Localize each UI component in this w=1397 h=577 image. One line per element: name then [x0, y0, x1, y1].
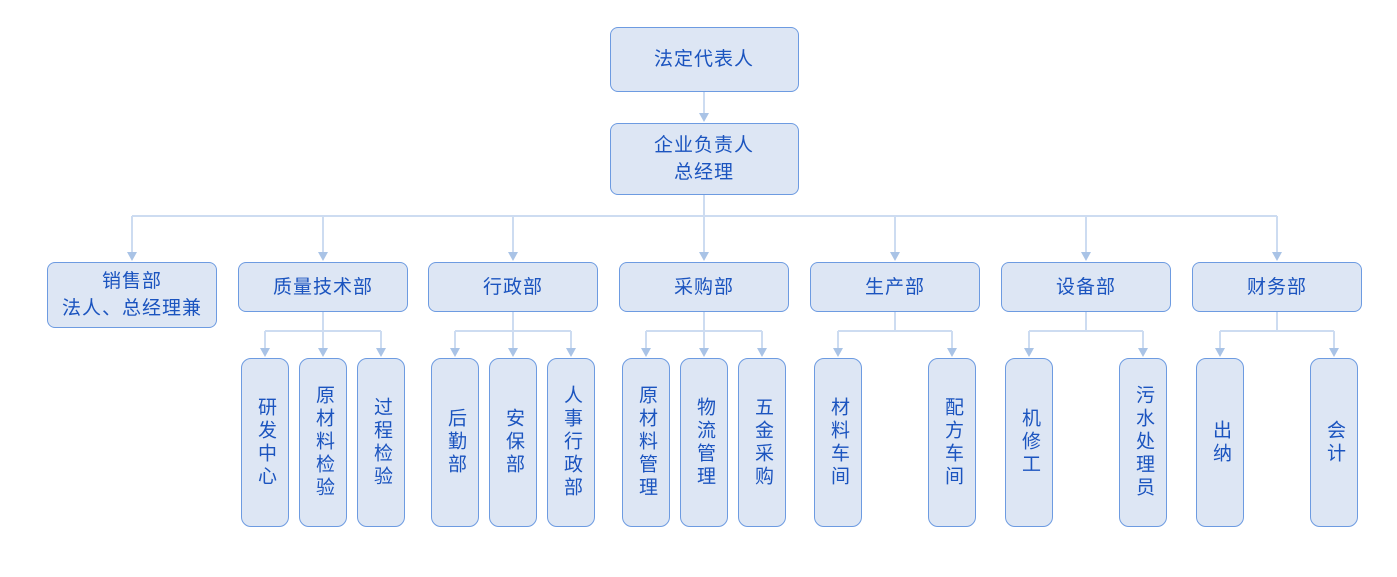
arrowhead-down-icon: [318, 348, 328, 357]
org-node-general-manager-label: 企业负责人: [653, 135, 754, 156]
org-node-sales-label: 销售部: [101, 271, 162, 292]
arrowhead-down-icon: [699, 113, 709, 122]
org-node-production-child1-label: 材料车间: [828, 396, 849, 489]
arrowhead-down-icon: [508, 252, 518, 261]
arrowhead-down-icon: [1138, 348, 1148, 357]
org-node-legal-representative[interactable]: 法定代表人: [609, 27, 799, 92]
org-node-production-child1[interactable]: 材料车间: [814, 358, 862, 527]
arrowhead-down-icon: [318, 252, 328, 261]
org-node-quality[interactable]: 质量技术部: [238, 262, 408, 312]
org-node-quality-child1[interactable]: 研发中心: [241, 358, 289, 527]
org-node-purchasing-child3[interactable]: 五金采购: [738, 358, 786, 527]
arrowhead-down-icon: [376, 348, 386, 357]
arrowhead-down-icon: [757, 348, 767, 357]
org-node-equipment-label: 设备部: [1055, 276, 1116, 298]
org-node-production[interactable]: 生产部: [810, 262, 980, 312]
arrowhead-down-icon: [947, 348, 957, 357]
org-node-purchasing[interactable]: 采购部: [619, 262, 789, 312]
org-node-quality-child2-label: 原材料检验: [313, 385, 334, 500]
org-node-purchasing-child3-label: 五金采购: [752, 396, 773, 489]
org-node-quality-child2[interactable]: 原材料检验: [299, 358, 347, 527]
org-node-finance-label: 财务部: [1246, 276, 1307, 298]
org-node-quality-child3[interactable]: 过程检验: [357, 358, 405, 527]
arrowhead-down-icon: [699, 348, 709, 357]
org-node-quality-label: 质量技术部: [272, 276, 373, 298]
org-node-admin-child1-label: 后勤部: [445, 408, 466, 477]
arrowhead-down-icon: [1081, 252, 1091, 261]
org-node-finance-child2-label: 会计: [1324, 419, 1345, 466]
org-node-production-label: 生产部: [864, 276, 925, 298]
org-node-purchasing-child2[interactable]: 物流管理: [680, 358, 728, 527]
org-node-sales-label: 法人、总经理兼: [61, 298, 202, 319]
arrowhead-down-icon: [641, 348, 651, 357]
org-node-admin-child2-label: 安保部: [503, 408, 524, 477]
org-node-admin-child3-label: 人事行政部: [561, 385, 582, 500]
org-node-equipment[interactable]: 设备部: [1001, 262, 1171, 312]
org-node-finance-child2[interactable]: 会计: [1310, 358, 1358, 527]
arrowhead-down-icon: [1272, 252, 1282, 261]
org-node-purchasing-label: 采购部: [673, 276, 734, 298]
arrowhead-down-icon: [450, 348, 460, 357]
arrowhead-down-icon: [699, 252, 709, 261]
org-node-legal-representative-label: 法定代表人: [653, 49, 754, 70]
org-node-purchasing-child1[interactable]: 原材料管理: [622, 358, 670, 527]
arrowhead-down-icon: [1024, 348, 1034, 357]
arrowhead-down-icon: [566, 348, 576, 357]
arrowhead-down-icon: [508, 348, 518, 357]
org-node-sales[interactable]: 销售部法人、总经理兼: [47, 262, 217, 328]
org-node-equipment-child2-label: 污水处理员: [1133, 385, 1154, 500]
org-node-equipment-child2[interactable]: 污水处理员: [1119, 358, 1167, 527]
org-node-quality-child1-label: 研发中心: [255, 396, 276, 489]
arrowhead-down-icon: [833, 348, 843, 357]
arrowhead-down-icon: [1329, 348, 1339, 357]
org-node-purchasing-child2-label: 物流管理: [694, 396, 715, 489]
org-node-quality-child3-label: 过程检验: [371, 396, 392, 489]
org-node-admin[interactable]: 行政部: [428, 262, 598, 312]
org-node-finance[interactable]: 财务部: [1192, 262, 1362, 312]
org-node-finance-child1[interactable]: 出纳: [1196, 358, 1244, 527]
org-node-admin-child3[interactable]: 人事行政部: [547, 358, 595, 527]
org-node-production-child2-label: 配方车间: [942, 396, 963, 489]
org-node-purchasing-child1-label: 原材料管理: [636, 385, 657, 500]
org-node-equipment-child1[interactable]: 机修工: [1005, 358, 1053, 527]
org-node-equipment-child1-label: 机修工: [1019, 408, 1040, 477]
arrowhead-down-icon: [1215, 348, 1225, 357]
org-node-finance-child1-label: 出纳: [1210, 419, 1231, 466]
org-node-general-manager[interactable]: 企业负责人总经理: [609, 123, 799, 195]
org-node-admin-label: 行政部: [482, 276, 543, 298]
org-node-admin-child1[interactable]: 后勤部: [431, 358, 479, 527]
arrowhead-down-icon: [127, 252, 137, 261]
org-node-admin-child2[interactable]: 安保部: [489, 358, 537, 527]
org-node-general-manager-label: 总经理: [673, 162, 734, 183]
arrowhead-down-icon: [260, 348, 270, 357]
arrowhead-down-icon: [890, 252, 900, 261]
org-node-production-child2[interactable]: 配方车间: [928, 358, 976, 527]
